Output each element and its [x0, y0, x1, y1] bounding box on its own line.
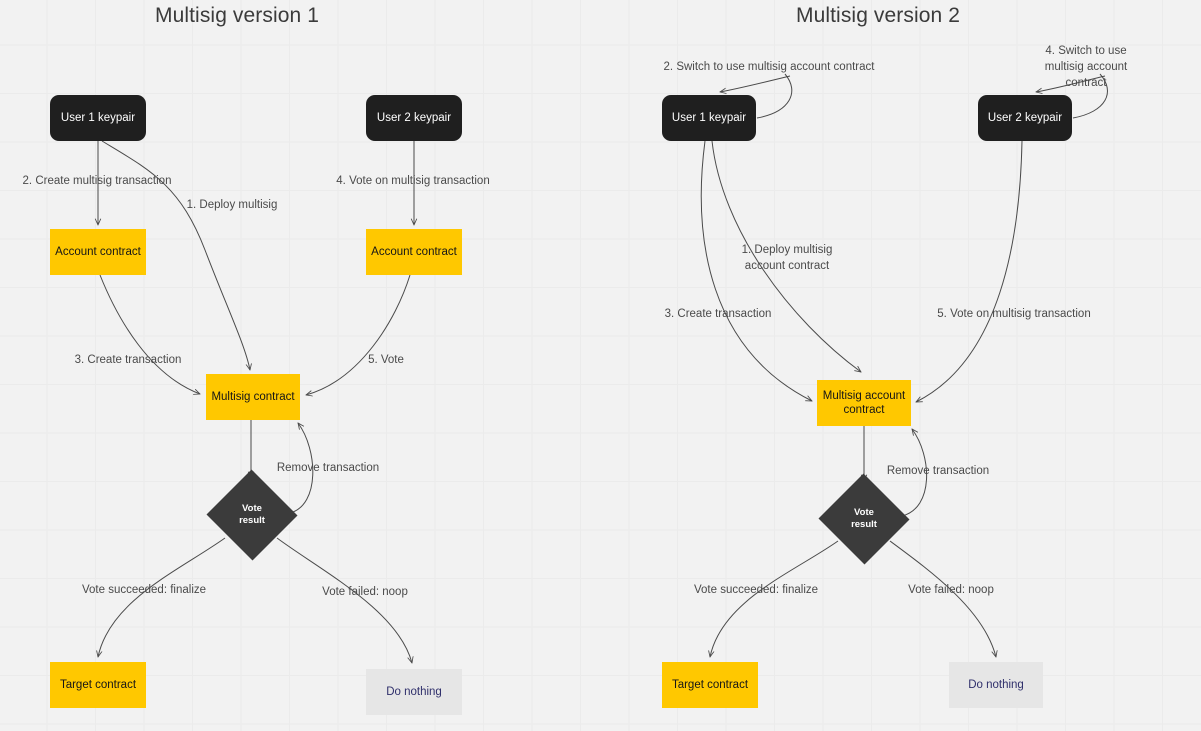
- edge-vote-failed-noop-label: Vote failed: noop: [908, 584, 994, 596]
- edge-create-transaction-label: 3. Create transaction: [74, 354, 182, 366]
- node-label: Vote result: [851, 507, 877, 530]
- node-user-1-keypair[interactable]: User 1 keypair: [50, 95, 146, 141]
- edge-create-multisig-transaction-label: 2. Create multisig transaction: [22, 175, 172, 187]
- node-label: User 1 keypair: [60, 112, 136, 124]
- edge-switch-to-multisig-account-contract-2-label: 4. Switch to use multisig account contra…: [1044, 45, 1128, 89]
- edge-deploy-multisig-label: 1. Deploy multisig: [186, 199, 278, 211]
- edge-vote-on-multisig-transaction-label: 4. Vote on multisig transaction: [336, 175, 490, 187]
- node-label: Vote result: [239, 503, 265, 526]
- edge-create-transaction-label: 3. Create transaction: [664, 308, 772, 320]
- node-label: Do nothing: [968, 679, 1024, 691]
- edge-user1-loop: [756, 73, 793, 119]
- node-do-nothing[interactable]: Do nothing: [366, 669, 462, 715]
- node-account-contract-2[interactable]: Account contract: [366, 229, 462, 275]
- edge-vote-label: 5. Vote: [368, 354, 404, 366]
- edge-vote-succeeded-finalize-label: Vote succeeded: finalize: [693, 584, 819, 596]
- edge-vote-on-multisig-transaction: [916, 140, 1023, 402]
- node-label: User 1 keypair: [671, 112, 747, 124]
- node-label: Multisig account contract: [822, 390, 906, 416]
- edge-vote: [306, 274, 411, 395]
- edge-create-transaction: [99, 274, 200, 394]
- node-label: Do nothing: [386, 686, 442, 698]
- edge-deploy-multisig-account-contract-label: 1. Deploy multisig account contract: [741, 244, 833, 272]
- node-label: Target contract: [671, 679, 749, 691]
- node-multisig-contract[interactable]: Multisig contract: [206, 374, 300, 420]
- node-do-nothing[interactable]: Do nothing: [949, 662, 1043, 708]
- edge-vote-failed-noop-label: Vote failed: noop: [322, 586, 408, 598]
- node-vote-result[interactable]: Vote result: [818, 473, 910, 565]
- node-multisig-account-contract[interactable]: Multisig account contract: [817, 380, 911, 426]
- node-label: Multisig contract: [211, 391, 295, 403]
- node-user-2-keypair[interactable]: User 2 keypair: [366, 95, 462, 141]
- edge-vote-succeeded-finalize-label: Vote succeeded: finalize: [81, 584, 207, 596]
- node-label: User 2 keypair: [987, 112, 1063, 124]
- node-account-contract-1[interactable]: Account contract: [50, 229, 146, 275]
- diagram-title: Multisig version 2: [795, 4, 961, 27]
- edge-vote-on-multisig-transaction-label: 5. Vote on multisig transaction: [937, 308, 1091, 320]
- edge-remove-transaction-label: Remove transaction: [276, 462, 380, 474]
- node-user-1-keypair[interactable]: User 1 keypair: [662, 95, 756, 141]
- edge-switch-to-multisig-account-contract-1-label: 2. Switch to use multisig account contra…: [663, 61, 875, 73]
- node-user-2-keypair[interactable]: User 2 keypair: [978, 95, 1072, 141]
- edge-remove-transaction-label: Remove transaction: [886, 465, 990, 477]
- node-label: Target contract: [59, 679, 137, 691]
- node-label: Account contract: [55, 246, 141, 258]
- node-label: User 2 keypair: [376, 112, 452, 124]
- edge-switch-to-multisig-account-contract-1: [720, 75, 791, 92]
- node-vote-result[interactable]: Vote result: [206, 469, 298, 561]
- node-target-contract[interactable]: Target contract: [662, 662, 758, 708]
- node-label: Account contract: [371, 246, 457, 258]
- node-target-contract[interactable]: Target contract: [50, 662, 146, 708]
- diagram-title: Multisig version 1: [154, 4, 320, 27]
